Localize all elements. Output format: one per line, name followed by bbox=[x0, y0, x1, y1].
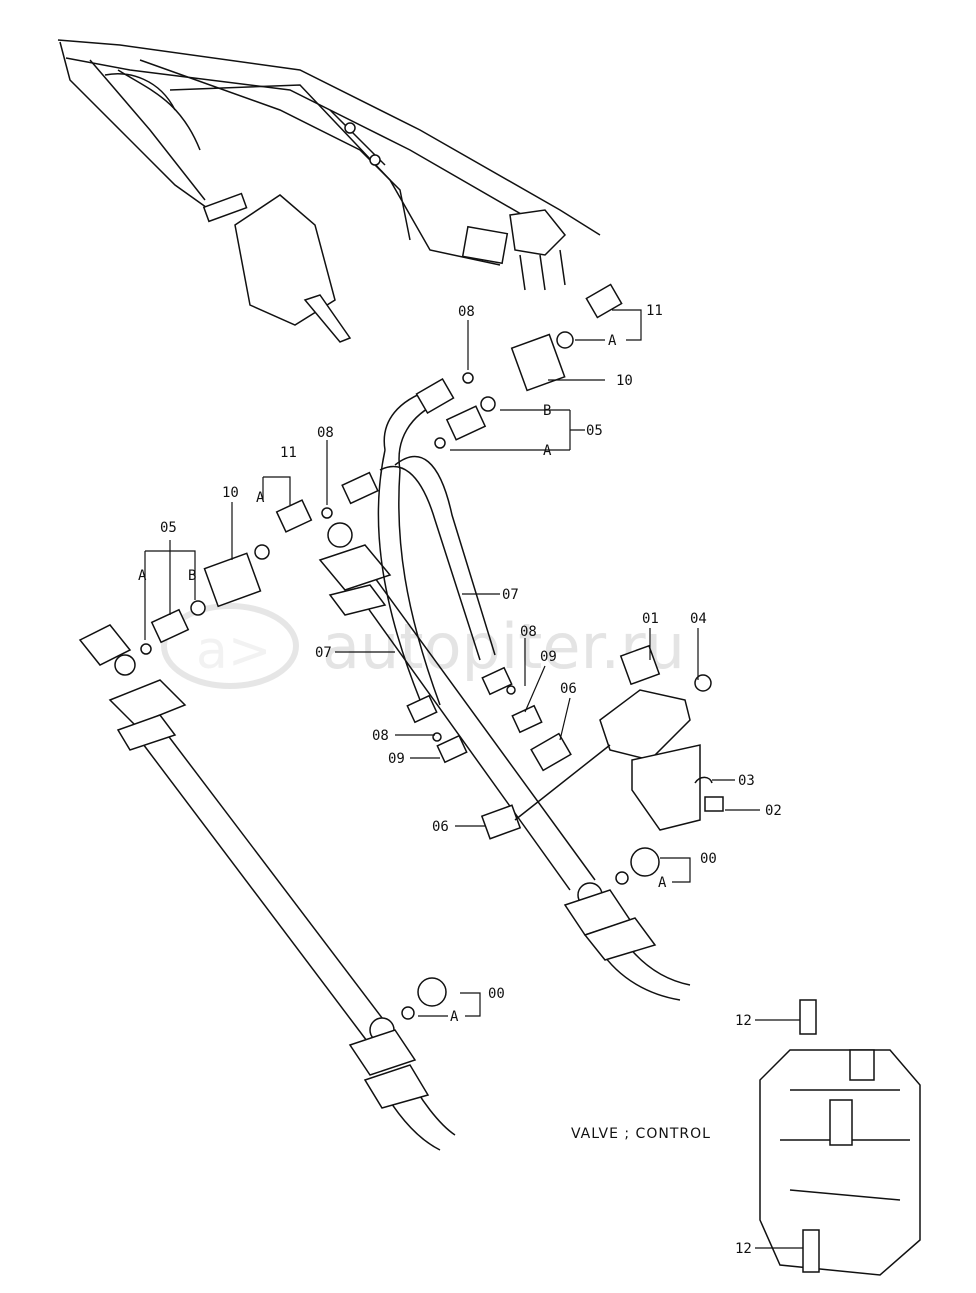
label-11: 11 bbox=[280, 445, 297, 461]
label-08: 08 bbox=[372, 728, 389, 744]
label-08: 08 bbox=[458, 304, 475, 320]
label-A: A bbox=[450, 1009, 459, 1025]
label-00: 00 bbox=[488, 986, 505, 1002]
label-01: 01 bbox=[642, 611, 659, 627]
fittings bbox=[140, 283, 660, 1020]
label-11: 11 bbox=[646, 303, 663, 319]
label-08: 08 bbox=[317, 425, 334, 441]
label-05: 05 bbox=[160, 520, 177, 536]
label-04: 04 bbox=[690, 611, 707, 627]
label-06: 06 bbox=[432, 819, 449, 835]
label-06: 06 bbox=[560, 681, 577, 697]
label-03: 03 bbox=[738, 773, 755, 789]
label-09: 09 bbox=[540, 649, 557, 665]
label-09: 09 bbox=[388, 751, 405, 767]
label-A: A bbox=[608, 333, 617, 349]
label-A: A bbox=[256, 490, 265, 506]
label-08: 08 bbox=[520, 624, 537, 640]
label-07: 07 bbox=[502, 587, 519, 603]
label-12: 12 bbox=[735, 1241, 752, 1257]
label-A: A bbox=[543, 443, 552, 459]
part-number-labels: 08 11 A 10 B 05 A 08 11 A 10 05 A B 07 0… bbox=[138, 303, 782, 1257]
pipe-clamps bbox=[78, 522, 657, 1109]
watermark-logo: a> bbox=[161, 603, 299, 689]
control-valve-caption: VALVE ; CONTROL bbox=[571, 1126, 711, 1142]
label-02: 02 bbox=[765, 803, 782, 819]
leader-lines bbox=[144, 309, 803, 1249]
label-07: 07 bbox=[315, 645, 332, 661]
label-B: B bbox=[543, 403, 551, 419]
boom-breaker-illustration bbox=[57, 39, 601, 343]
label-05: 05 bbox=[586, 423, 603, 439]
right-steel-pipe bbox=[354, 577, 691, 1001]
label-10: 10 bbox=[222, 485, 239, 501]
svg-text:a>: a> bbox=[196, 621, 271, 681]
label-10: 10 bbox=[616, 373, 633, 389]
label-12: 12 bbox=[735, 1013, 752, 1029]
valve-assembly-01 bbox=[514, 644, 724, 831]
label-B: B bbox=[188, 568, 196, 584]
label-00: 00 bbox=[700, 851, 717, 867]
label-A: A bbox=[138, 568, 147, 584]
control-valve-illustration bbox=[759, 999, 921, 1276]
label-A: A bbox=[658, 875, 667, 891]
